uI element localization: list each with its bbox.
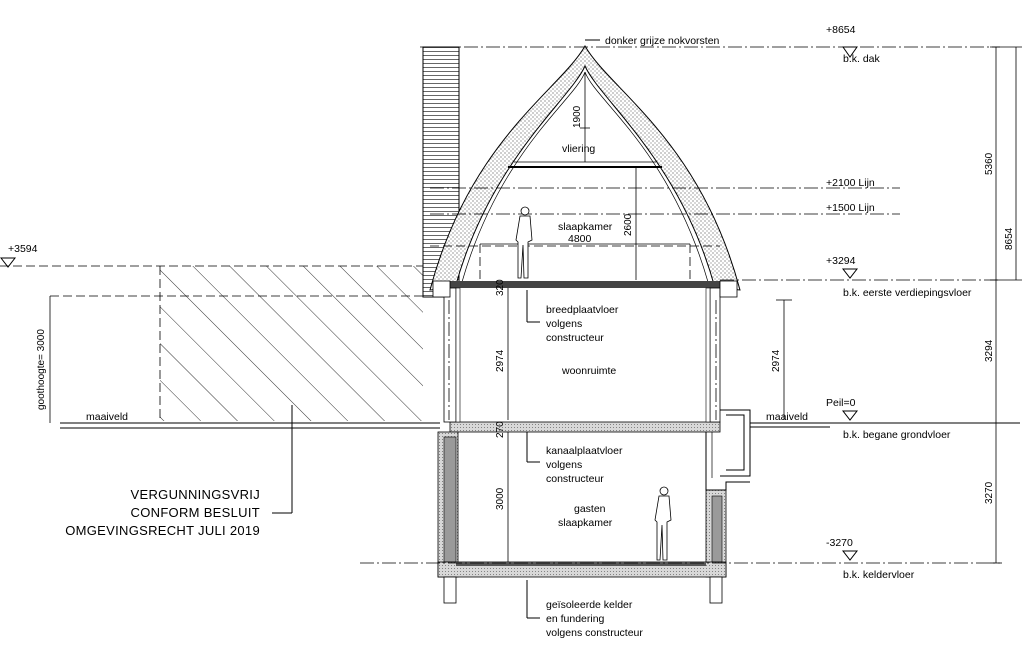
- line-2100-label: +2100 Lijn: [826, 177, 875, 189]
- dim-floor-thickness-1: 320: [495, 279, 506, 296]
- permit-note-line1: VERGUNNINGSVRIJ: [131, 487, 260, 502]
- floor-kelder-1: geïsoleerde kelder: [546, 599, 633, 611]
- building-walls: [432, 280, 751, 604]
- dim-bedroom-height: 2600: [623, 213, 634, 236]
- ground-line: [60, 422, 1020, 429]
- floor-kelder-2: en fundering: [546, 613, 605, 625]
- permit-note-line2: CONFORM BESLUIT: [131, 505, 260, 520]
- line-1500-label: +1500 Lijn: [826, 202, 875, 214]
- floor-kanaalplaat-2: volgens: [546, 459, 582, 471]
- dim-bedroom-width: 4800: [568, 233, 592, 245]
- level-ground-value: Peil=0: [826, 397, 856, 409]
- right-dimension-chain: [990, 46, 1022, 564]
- dim-right-3270: 3270: [984, 481, 995, 504]
- dim-basement-height: 3000: [495, 487, 506, 510]
- dim-living-height-right: 2974: [771, 349, 782, 372]
- permit-note-line3: OMGEVINGSRECHT JULI 2019: [65, 523, 260, 538]
- eave-height-label: goothoogte= 3000: [36, 329, 47, 410]
- room-attic: vliering: [562, 143, 595, 155]
- leader-lines: [272, 39, 600, 619]
- level-first-floor-value: +3294: [826, 255, 856, 267]
- person-figure-bedroom: [515, 206, 533, 279]
- floor-kelder-3: volgens constructeur: [546, 627, 643, 639]
- permit-free-zone: [0, 265, 430, 421]
- room-bedroom: slaapkamer: [558, 221, 613, 233]
- dim-attic-height: 1900: [572, 105, 583, 128]
- roof: [429, 44, 741, 291]
- floor-breedplaat-3: constructeur: [546, 332, 604, 344]
- level-first-floor-label: b.k. eerste verdiepingsvloer: [843, 287, 972, 299]
- dim-living-height-left: 2974: [495, 349, 506, 372]
- dim-floor-thickness-2: 270: [495, 421, 506, 438]
- level-basement-label: b.k. keldervloer: [843, 569, 915, 581]
- floor-breedplaat-1: breedplaatvloer: [546, 304, 619, 316]
- room-living: woonruimte: [561, 365, 616, 377]
- dim-right-8654: 8654: [1004, 227, 1015, 250]
- room-guest-line1: gasten: [574, 503, 606, 515]
- room-guest-line2: slaapkamer: [558, 517, 613, 529]
- level-top-label: b.k. dak: [843, 53, 881, 65]
- dim-right-3294: 3294: [984, 339, 995, 362]
- ground-label-right: maaiveld: [766, 411, 808, 423]
- level-markers: [0, 46, 859, 561]
- floor-kanaalplaat-1: kanaalplaatvloer: [546, 445, 623, 457]
- interior-dimensions: [49, 72, 792, 562]
- floor-kanaalplaat-3: constructeur: [546, 473, 604, 485]
- roof-ridge-label: donker grijze nokvorsten: [605, 35, 720, 47]
- level-left-value: +3594: [8, 243, 38, 255]
- person-figure-basement: [654, 486, 672, 561]
- dim-right-5360: 5360: [984, 152, 995, 175]
- floor-breedplaat-2: volgens: [546, 318, 582, 330]
- ground-label-left: maaiveld: [86, 411, 128, 423]
- level-top-value: +8654: [826, 24, 856, 36]
- level-basement-value: -3270: [826, 537, 853, 549]
- level-ground-label: b.k. begane grondvloer: [843, 429, 951, 441]
